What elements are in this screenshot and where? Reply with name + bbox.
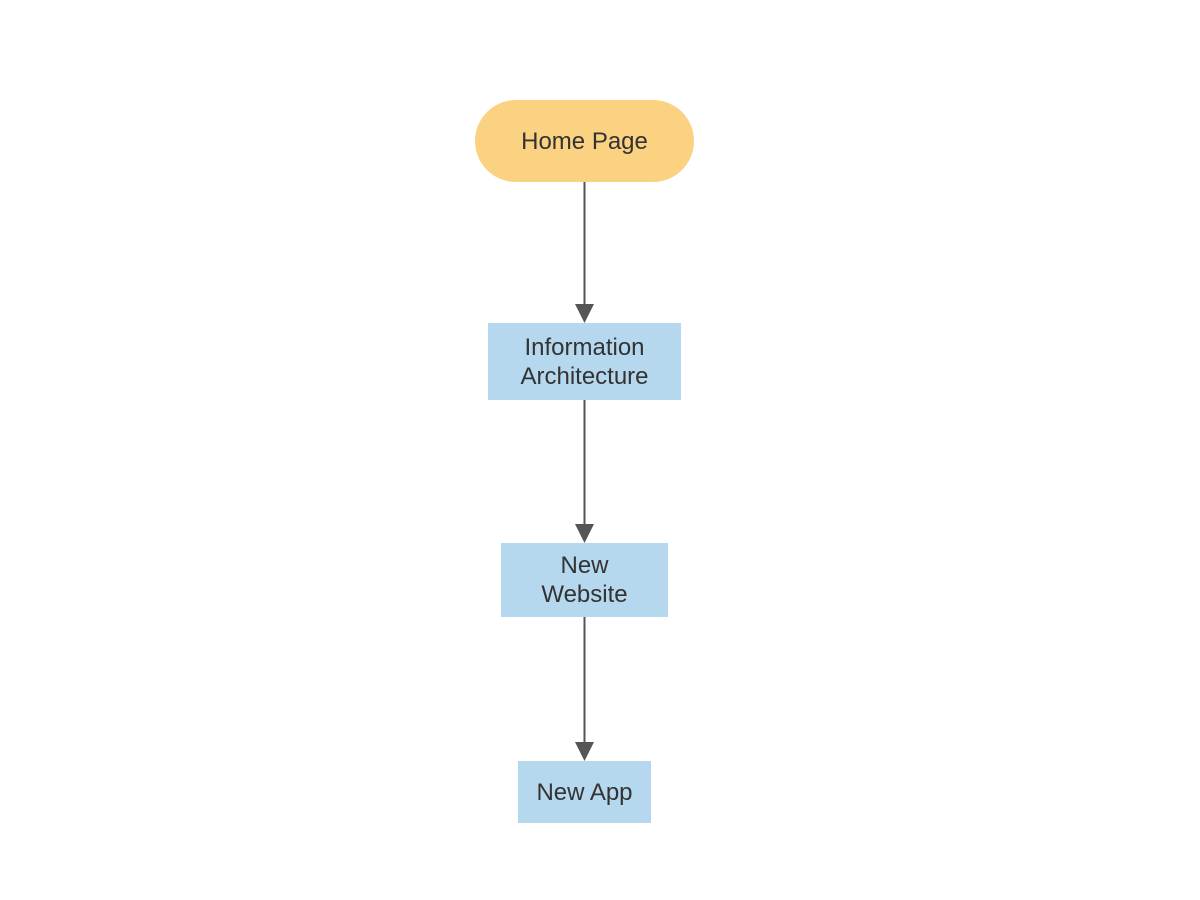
home-page-label-line-1: Home Page bbox=[521, 127, 648, 155]
information-architecture-label-line-2: Architecture bbox=[520, 362, 649, 390]
new-website-node: New Website bbox=[501, 543, 668, 617]
information-architecture-label: Information Architecture bbox=[520, 333, 648, 391]
information-architecture-node: Information Architecture bbox=[488, 323, 681, 400]
new-website-label-line-1: New bbox=[560, 552, 609, 579]
new-app-node: New App bbox=[518, 761, 651, 823]
new-app-label-line-1: New App bbox=[536, 778, 633, 806]
new-website-label-line-2: Website bbox=[541, 581, 628, 608]
information-architecture-label-line-1: Information bbox=[524, 333, 645, 361]
home-page-label: Home Page bbox=[521, 127, 648, 156]
home-page-node: Home Page bbox=[475, 100, 694, 182]
new-website-label: New Website bbox=[541, 551, 627, 609]
arrowhead-ia-to-website bbox=[575, 524, 594, 543]
arrowhead-home-to-ia bbox=[575, 304, 594, 323]
arrowhead-website-to-app bbox=[575, 742, 594, 761]
new-app-label: New App bbox=[536, 778, 632, 807]
